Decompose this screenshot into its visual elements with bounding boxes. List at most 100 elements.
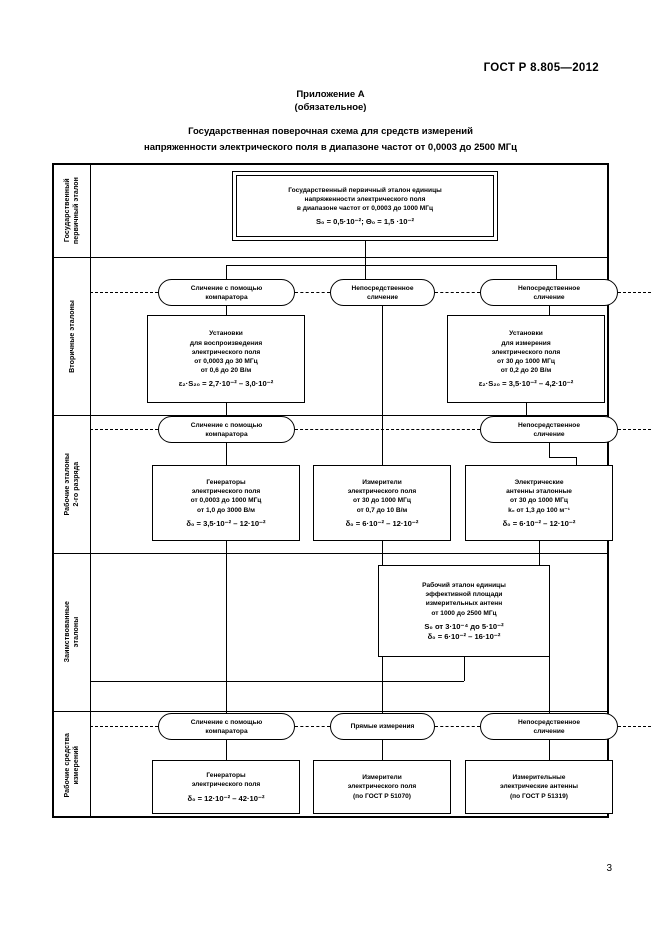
- connector-bus-row1-right: [556, 265, 557, 279]
- node-line: Генераторы: [206, 478, 246, 486]
- scheme-title-line2: напряженности электрического поля в диап…: [143, 142, 517, 153]
- method-direct-measurement[interactable]: Прямые измерения: [330, 713, 435, 740]
- method-comparator-2[interactable]: Сличение с помощью компаратора: [158, 416, 295, 443]
- method-direct-comparison-1[interactable]: Непосредственное сличение: [330, 279, 435, 306]
- page-number: 3: [606, 863, 612, 874]
- method-line: компаратора: [205, 430, 248, 438]
- sidebar-item-working-standards-2nd-rank: Рабочие эталоны 2-го разряда: [54, 415, 90, 553]
- connector-ws-left-down: [226, 541, 227, 713]
- sidebar-item-borrowed-standards: Заимствованные эталоны: [54, 553, 90, 711]
- node-formula: δ₀ = 6·10⁻² – 12·10⁻²: [345, 518, 419, 528]
- method-direct-comparison-4[interactable]: Непосредственное сличение: [480, 713, 618, 740]
- node-line: от 0,0003 до 30 МГц: [194, 358, 258, 365]
- dash-row3-b: [295, 726, 330, 727]
- dash-row1-d: [618, 292, 651, 293]
- node-line: электрического поля: [347, 783, 417, 791]
- node-line: от 30 до 1000 МГц: [353, 497, 411, 505]
- verification-scheme-frame: Государственный первичный эталон Вторичн…: [52, 163, 651, 818]
- method-line: Непосредственное: [517, 284, 580, 292]
- connector-row2-drop-left: [226, 443, 227, 467]
- node-line: электрического поля: [491, 348, 561, 356]
- dash-row3-d: [618, 726, 651, 727]
- node-formula: δ₀ = 6·10⁻² – 12·10⁻²: [502, 518, 576, 528]
- band-separator-1: [54, 257, 607, 258]
- node-line: электрического поля: [191, 488, 261, 496]
- node-line: измерительных антенн: [425, 600, 503, 608]
- sidebar-label: Рабочие эталоны 2-го разряда: [64, 452, 80, 516]
- node-line: от 0,2 до 20 В/м: [500, 367, 552, 375]
- node-line: от 30 до 1000 МГц: [510, 497, 568, 505]
- node-line: Электрические: [514, 478, 564, 486]
- node-secondary-standard-measurement[interactable]: Установки для измерения электрического п…: [447, 315, 605, 403]
- node-line: электрического поля: [191, 348, 261, 356]
- method-line: сличение: [533, 293, 565, 301]
- method-line: Сличение с помощью: [190, 718, 263, 726]
- dash-row3-c: [435, 726, 480, 727]
- method-line: сличение: [366, 293, 399, 301]
- method-direct-comparison-3[interactable]: Непосредственное сличение: [480, 416, 618, 443]
- dash-row3-a: [90, 726, 158, 727]
- sidebar-item-secondary-standards: Вторичные эталоны: [54, 257, 90, 415]
- node-wmi-antennas[interactable]: Измерительные электрические антенны (по …: [465, 760, 613, 814]
- dash-row1-c: [435, 292, 480, 293]
- band-separator-3: [54, 553, 607, 554]
- node-line: Государственный первичный эталон единицы: [288, 186, 442, 194]
- connector-borrowed-right-down: [549, 657, 550, 713]
- connector-row2-drop-right: [549, 443, 550, 457]
- dash-row2-b: [295, 429, 480, 430]
- connector-row2-bridge-right: [549, 457, 576, 458]
- method-line: компаратора: [205, 293, 248, 301]
- node-formula: δ₀ = 6·10⁻² – 16·10⁻²: [427, 631, 501, 641]
- node-line: для воспроизведения: [189, 339, 263, 347]
- method-direct-comparison-2[interactable]: Непосредственное сличение: [480, 279, 618, 306]
- node-line: Генераторы: [206, 772, 246, 780]
- node-wmi-meters[interactable]: Измерители электрического поля (по ГОСТ …: [313, 760, 451, 814]
- band-separator-2: [54, 415, 607, 416]
- node-line: (по ГОСТ Р 51070): [352, 792, 412, 800]
- band-separator-4: [54, 711, 607, 712]
- node-wmi-generators[interactable]: Генераторы электрического поля δ₀ = 12·1…: [152, 760, 300, 814]
- connector-row3-drop-right: [549, 740, 550, 762]
- node-line: k₀ от 1,3 до 100 м⁻¹: [508, 506, 570, 514]
- sidebar-divider: [90, 165, 91, 816]
- connector-bus-row1: [226, 265, 556, 266]
- connector-ws-right-down: [539, 541, 540, 581]
- dash-row1-a: [90, 292, 158, 293]
- scheme-title-line1: Государственная поверочная схема для сре…: [188, 126, 473, 137]
- connector-borrowed-down: [464, 657, 465, 681]
- node-line: Измерители: [362, 478, 402, 486]
- node-line: электрические антенны: [500, 783, 578, 791]
- annex-kind: (обязательное): [294, 102, 367, 113]
- node-line: напряженности электрического поля: [304, 195, 426, 203]
- method-line: Сличение с помощью: [190, 421, 263, 429]
- node-line: от 30 до 1000 МГц: [497, 358, 555, 365]
- dash-row1-b: [295, 292, 330, 293]
- dash-row2-a: [90, 429, 158, 430]
- node-line: в диапазоне частот от 0,0003 до 1000 МГц: [296, 205, 434, 212]
- connector-mid-long: [382, 328, 383, 441]
- node-working-standard-antennas[interactable]: Электрические антенны эталонные от 30 до…: [465, 465, 613, 541]
- method-comparator-3[interactable]: Сличение с помощью компаратора: [158, 713, 295, 740]
- node-line: Установки: [209, 330, 243, 338]
- annex-label: Приложение А: [296, 89, 365, 100]
- node-borrowed-standard[interactable]: Рабочий эталон единицы эффективной площа…: [378, 565, 550, 657]
- node-state-primary-standard[interactable]: Государственный первичный эталон единицы…: [232, 171, 498, 241]
- node-working-standard-generators[interactable]: Генераторы электрического поля от 0,0003…: [152, 465, 300, 541]
- method-line: компаратора: [205, 727, 248, 735]
- connector-row2-drop-right2: [576, 457, 577, 467]
- node-formula: ε₂·S₂₀ = 2,7·10⁻² – 3,0·10⁻²: [178, 379, 274, 389]
- method-comparator-1[interactable]: Сличение с помощью компаратора: [158, 279, 295, 306]
- method-line: сличение: [533, 430, 565, 438]
- node-line: электрического поля: [191, 781, 261, 789]
- node-formula: ε₂·S₂₀ = 3,5·10⁻² – 4,2·10⁻²: [478, 379, 574, 389]
- connector-row3-drop-mid: [382, 740, 383, 762]
- node-line: от 1000 до 2500 МГц: [431, 609, 497, 617]
- node-working-standard-meters[interactable]: Измерители электрического поля от 30 до …: [313, 465, 451, 541]
- connector-primary-down: [365, 241, 366, 265]
- dash-row2-c: [618, 429, 651, 430]
- node-line: Измерители: [362, 774, 402, 782]
- node-secondary-standard-reproduction[interactable]: Установки для воспроизведения электричес…: [147, 315, 305, 403]
- node-formula: δ₀ = 12·10⁻² – 42·10⁻²: [187, 793, 265, 803]
- connector-borrowed-bus: [90, 681, 464, 682]
